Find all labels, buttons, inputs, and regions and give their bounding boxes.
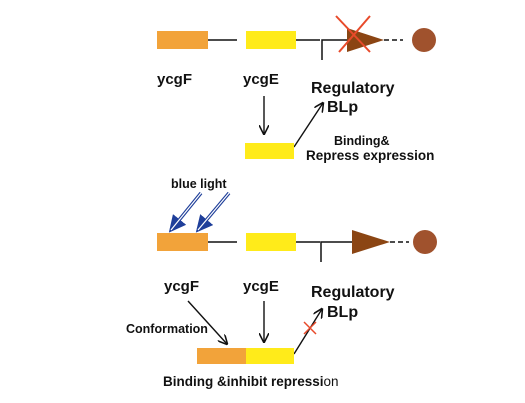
bottom-small-cross-icon <box>303 321 317 335</box>
top-binding-label: Binding& <box>334 134 390 148</box>
bottom-conformation-arrow <box>187 300 227 344</box>
binding-main-text: Binding &inhibit repressi <box>163 374 324 389</box>
bottom-ycgF-gene <box>157 233 208 251</box>
top-terminator-icon <box>412 28 436 52</box>
bottom-protein-ycgE <box>246 348 294 364</box>
top-ycgF-gene <box>157 31 208 49</box>
top-ycgE-label: ycgE <box>243 71 279 88</box>
top-blp-label: BLp <box>327 99 358 116</box>
bottom-blp-label: BLp <box>327 304 358 321</box>
top-repress-label: Repress expression <box>306 148 434 163</box>
top-protein-ycgE <box>245 143 294 159</box>
top-binding-arrow <box>293 103 323 148</box>
bottom-protein-ycgF <box>197 348 246 364</box>
blue-light-arrows-icon <box>168 191 231 233</box>
blue-light-label: blue light <box>171 177 227 191</box>
bottom-binding-label: Binding &inhibit repression <box>163 374 339 389</box>
bottom-ycgF-label: ycgF <box>164 278 199 295</box>
bottom-terminator-icon <box>413 230 437 254</box>
bottom-ycgE-label: ycgE <box>243 278 279 295</box>
top-panel: ycgF ycgE Regulatory BLp Binding& Repres… <box>157 15 436 163</box>
top-promoter-icon <box>321 28 384 60</box>
bottom-ycgE-gene <box>246 233 296 251</box>
top-cross-mark-icon <box>335 15 371 53</box>
bottom-binding-arrow <box>293 309 322 355</box>
conformation-label: Conformation <box>126 322 208 336</box>
bottom-panel: blue light ycgF ycgE Regulatory BLp <box>126 177 437 389</box>
top-ycgE-gene <box>246 31 296 49</box>
top-regulatory-label: Regulatory <box>311 80 395 97</box>
top-ycgF-label: ycgF <box>157 71 192 88</box>
bottom-regulatory-label: Regulatory <box>311 284 395 301</box>
bottom-promoter-icon <box>320 230 390 262</box>
binding-tail-text: on <box>324 374 339 389</box>
